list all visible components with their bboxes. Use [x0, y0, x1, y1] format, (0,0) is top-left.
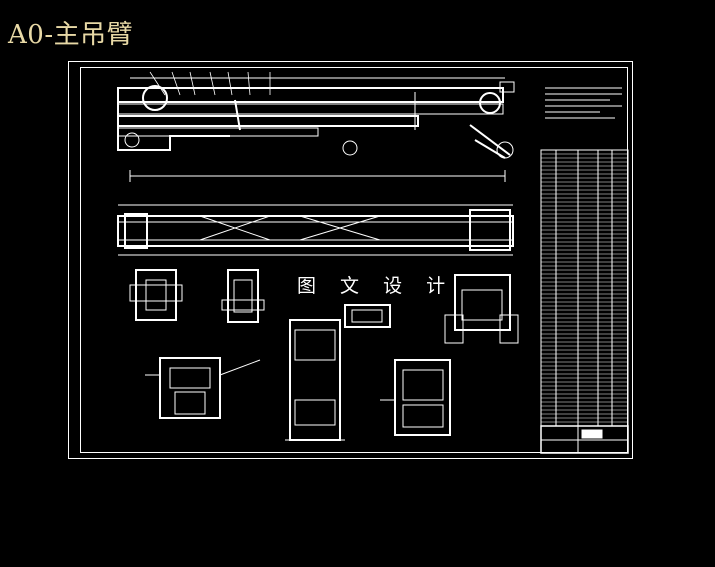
- watermark-text: 图 文 设 计: [297, 275, 455, 297]
- section-view-c: [344, 304, 391, 328]
- drawing-sheet-outer-border: [68, 61, 633, 459]
- drawing-title: A0-主吊臂: [8, 20, 134, 50]
- section-view-f: [285, 319, 345, 441]
- section-view-e: [145, 357, 261, 419]
- title-block: [540, 425, 629, 454]
- section-view-a: [129, 269, 183, 321]
- boom-plan-view: [117, 204, 514, 256]
- section-view-d: [444, 274, 519, 344]
- section-view-b: [221, 269, 265, 323]
- section-view-g: [380, 359, 451, 436]
- parts-list-table: [540, 149, 629, 427]
- parts-list-rows: [541, 153, 628, 423]
- technical-requirements-block: [545, 87, 622, 119]
- boom-elevation-view: [117, 71, 515, 182]
